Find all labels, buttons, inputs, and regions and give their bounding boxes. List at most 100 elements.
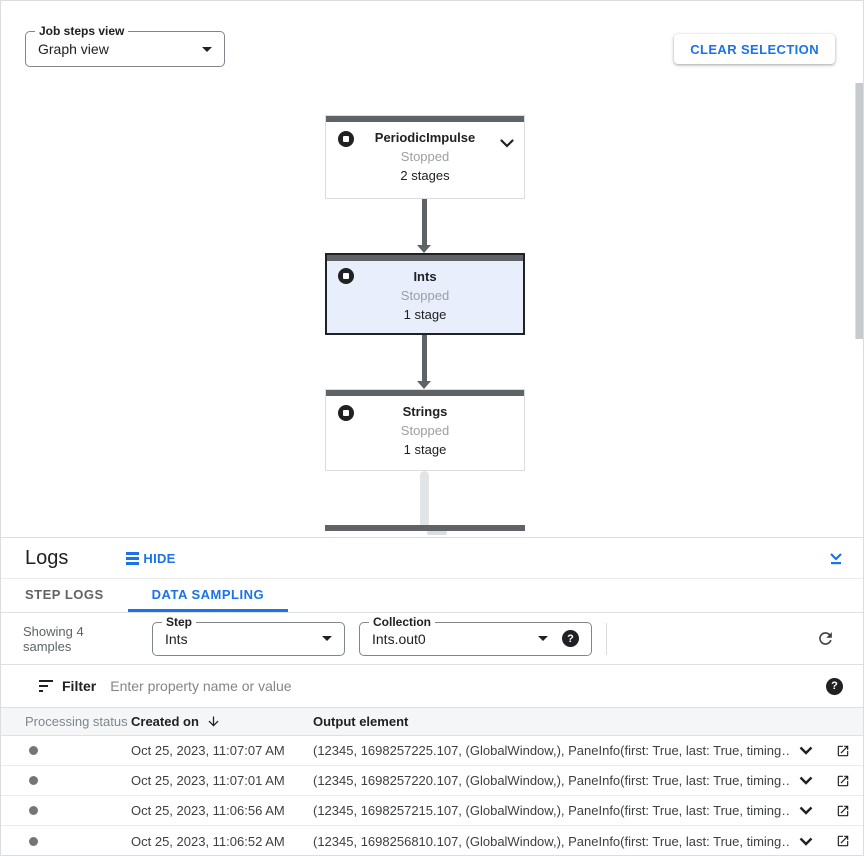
- graph-node-ints[interactable]: Ints Stopped 1 stage: [325, 253, 525, 335]
- node-title: Strings: [402, 404, 448, 419]
- job-steps-view-value: Graph view: [38, 41, 109, 57]
- logs-panel-title: Logs: [25, 546, 69, 569]
- chevron-down-icon: [799, 776, 813, 785]
- job-steps-view-label: Job steps view: [35, 24, 129, 38]
- output-element-cell: (12345, 1698257225.107, (GlobalWindow,),…: [313, 743, 789, 758]
- refresh-button[interactable]: [816, 629, 835, 648]
- dropdown-arrow-icon: [322, 636, 332, 641]
- collapse-panel-button[interactable]: [828, 550, 844, 566]
- chevron-down-icon: [799, 837, 813, 846]
- expand-row-button[interactable]: [789, 837, 823, 846]
- expand-row-button[interactable]: [789, 746, 823, 755]
- table-row: Oct 25, 2023, 11:06:56 AM (12345, 169825…: [1, 796, 863, 826]
- stopped-status-icon: [338, 268, 354, 284]
- tab-step-logs[interactable]: STEP LOGS: [25, 586, 104, 602]
- open-in-new-icon: [837, 805, 849, 816]
- processing-status-dot: [29, 776, 38, 785]
- chevron-down-icon: [799, 746, 813, 755]
- open-in-new-button[interactable]: [823, 774, 863, 788]
- created-on-cell: Oct 25, 2023, 11:06:52 AM: [131, 833, 285, 849]
- collection-select[interactable]: Collection Ints.out0 ?: [359, 614, 592, 656]
- sort-descending-icon: [208, 716, 219, 727]
- logs-header: Logs HIDE: [1, 538, 863, 579]
- stopped-status-icon: [338, 405, 354, 421]
- graph-scrollbar[interactable]: [855, 83, 863, 339]
- processing-status-dot: [29, 746, 38, 755]
- graph-edge-arrow: [417, 245, 431, 253]
- clear-selection-button[interactable]: CLEAR SELECTION: [674, 34, 835, 64]
- logs-panel: Logs HIDE STEP LOGS DATA SAMPLING Showin…: [1, 537, 863, 856]
- column-created-on[interactable]: Created on: [131, 714, 313, 729]
- stopped-status-icon: [338, 131, 354, 147]
- column-output-element: Output element: [313, 714, 409, 729]
- output-element-cell: (12345, 1698257220.107, (GlobalWindow,),…: [313, 773, 789, 788]
- node-status: Stopped: [400, 288, 450, 303]
- table-row: Oct 25, 2023, 11:07:01 AM (12345, 169825…: [1, 766, 863, 796]
- node-title: Ints: [413, 269, 437, 284]
- node-stages: 1 stage: [403, 307, 447, 322]
- logs-tab-bar: STEP LOGS DATA SAMPLING: [1, 579, 863, 613]
- hide-logs-label: HIDE: [143, 550, 176, 566]
- created-on-cell: Oct 25, 2023, 11:07:07 AM: [131, 743, 285, 758]
- help-icon[interactable]: ?: [562, 630, 579, 647]
- filter-label: Filter: [62, 678, 97, 694]
- refresh-icon: [819, 632, 832, 645]
- open-in-new-icon: [837, 745, 849, 756]
- collection-select-label: Collection: [369, 614, 436, 629]
- node-top-bar: [326, 390, 524, 396]
- processing-status-dot: [29, 836, 38, 846]
- column-created-on-label: Created on: [131, 714, 199, 729]
- processing-status-dot: [29, 806, 38, 815]
- node-top-bar: [327, 255, 523, 261]
- tab-data-sampling[interactable]: DATA SAMPLING: [127, 579, 289, 612]
- table-row: Oct 25, 2023, 11:07:07 AM (12345, 169825…: [1, 736, 863, 766]
- node-status: Stopped: [400, 149, 450, 164]
- dropdown-arrow-icon: [202, 46, 212, 52]
- output-element-cell: (12345, 1698256810.107, (GlobalWindow,),…: [313, 833, 789, 849]
- open-in-new-icon: [837, 775, 849, 786]
- hide-logs-button[interactable]: HIDE: [126, 551, 175, 566]
- step-select[interactable]: Step Ints: [152, 614, 345, 656]
- job-steps-view-select[interactable]: Job steps view Graph view: [25, 24, 225, 67]
- created-on-cell: Oct 25, 2023, 11:07:01 AM: [131, 773, 285, 788]
- hide-logs-icon: [126, 551, 140, 565]
- table-row: Oct 25, 2023, 11:06:52 AM (12345, 169825…: [1, 826, 863, 856]
- created-on-cell: Oct 25, 2023, 11:06:56 AM: [131, 803, 285, 818]
- chevron-down-icon: [799, 806, 813, 815]
- open-in-new-button[interactable]: [823, 834, 863, 848]
- graph-node-periodicimpulse[interactable]: PeriodicImpulse Stopped 2 stages: [325, 115, 525, 199]
- partial-node-pill: [427, 531, 447, 535]
- table-header: Processing status Created on Output elem…: [1, 708, 863, 736]
- toolbar-divider: [606, 622, 607, 655]
- column-processing-status: Processing status: [25, 714, 128, 729]
- filter-input[interactable]: [110, 678, 814, 694]
- output-element-cell: (12345, 1698257215.107, (GlobalWindow,),…: [313, 803, 789, 818]
- graph-edge: [422, 199, 427, 246]
- graph-edge-light: [420, 471, 429, 525]
- help-icon[interactable]: ?: [826, 677, 843, 695]
- node-status: Stopped: [400, 423, 450, 438]
- expand-row-button[interactable]: [789, 806, 823, 815]
- node-title: PeriodicImpulse: [374, 130, 476, 145]
- expand-row-button[interactable]: [789, 776, 823, 785]
- graph-edge-arrow: [417, 381, 431, 389]
- graph-edge: [422, 335, 427, 381]
- step-select-value: Ints: [165, 630, 188, 647]
- graph-node-strings[interactable]: Strings Stopped 1 stage: [325, 389, 525, 471]
- open-in-new-icon: [837, 835, 849, 847]
- dropdown-arrow-icon: [538, 636, 548, 641]
- filter-bar: Filter ?: [1, 665, 863, 708]
- partial-node-top-bar: [325, 525, 525, 531]
- filter-icon: [39, 680, 53, 692]
- open-in-new-button[interactable]: [823, 744, 863, 758]
- showing-samples-text: Showing 4 samples: [23, 623, 84, 654]
- job-graph-panel: Job steps view Graph view CLEAR SELECTIO…: [1, 1, 863, 537]
- step-select-label: Step: [162, 614, 197, 629]
- collapse-panel-icon: [830, 553, 842, 565]
- sampling-toolbar: Showing 4 samples Step Ints Collection I…: [1, 613, 863, 665]
- collection-select-value: Ints.out0: [372, 630, 426, 647]
- chevron-down-icon[interactable]: [500, 135, 514, 153]
- node-stages: 1 stage: [403, 442, 447, 457]
- open-in-new-button[interactable]: [823, 804, 863, 818]
- node-top-bar: [326, 116, 524, 122]
